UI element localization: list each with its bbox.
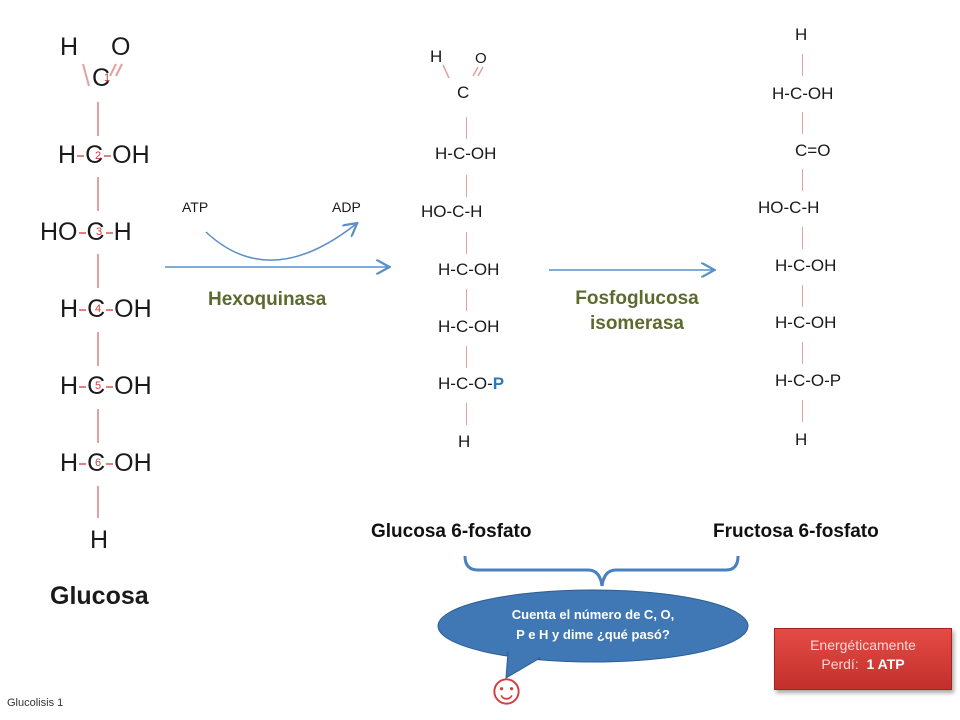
bracket-brace <box>463 555 740 587</box>
speech-bubble-shape <box>437 589 749 679</box>
carbon-number-2: 2 <box>95 150 102 162</box>
f6p-bond-4 <box>802 285 803 307</box>
hexokinase-label: Hexoquinasa <box>208 289 327 310</box>
f6p-row-2: C=O <box>795 141 831 160</box>
f6p-row-6: H-C-O-P <box>775 371 842 390</box>
g6p-row-4: H-C-OH <box>438 260 500 279</box>
energy-box: Energéticamente Perdí: 1 ATP <box>774 628 952 690</box>
f6p-top-h: H <box>795 25 808 44</box>
g6p-bond-1 <box>466 117 467 139</box>
energy-value: 1 ATP <box>866 656 905 672</box>
glucose-top-h: H <box>60 33 79 61</box>
f6p-row-1: H-C-OH <box>772 84 834 103</box>
f6p-row-3: HO-C-H <box>758 198 820 217</box>
f6p-bond-1 <box>802 112 803 134</box>
g6p-top-o: O <box>475 50 487 67</box>
f6p-bond-6 <box>802 400 803 422</box>
glucose-bond-1-2 <box>97 102 99 136</box>
f6p-bond-5 <box>802 342 803 364</box>
f6p-row-5: H-C-OH <box>775 313 837 332</box>
g6p-bond-6 <box>466 403 467 425</box>
glucose-bottom-h: H <box>90 526 109 554</box>
f6p-bond-3 <box>802 227 803 249</box>
g6p-row-3: HO-C-H <box>421 202 483 221</box>
g6p-row-2: H-C-OH <box>435 144 497 163</box>
f6p-bond-0 <box>802 54 803 76</box>
atp-label: ATP <box>182 199 209 215</box>
g6p-bond-4 <box>466 289 467 311</box>
phosphate-label: P <box>492 374 505 393</box>
f6p-bottom-h: H <box>795 430 808 449</box>
bubble-line-1: Cuenta el número de C, O, <box>511 607 675 622</box>
reaction2-arrow <box>549 260 725 280</box>
f6p-name: Fructosa 6-fosfato <box>713 521 879 542</box>
bubble-line-2: P e H y dime ¿qué pasó? <box>516 627 670 642</box>
g6p-name: Glucosa 6-fosfato <box>371 521 532 542</box>
carbon-number-5: 5 <box>95 380 102 392</box>
g6p-bond-5 <box>466 346 467 368</box>
g6p-bond-3 <box>466 232 467 254</box>
glucose-bond-3-4 <box>97 254 99 288</box>
glucose-name: Glucosa <box>50 582 149 610</box>
glucose-bond-2-3 <box>97 177 99 211</box>
glucose-bond-6-h <box>97 486 99 518</box>
carbon-number-4: 4 <box>95 303 102 315</box>
speech-bubble: Cuenta el número de C, O, P e H y dime ¿… <box>436 588 750 662</box>
g6p-aldehyde-bonds <box>442 64 484 79</box>
reaction1-arrows <box>165 212 400 292</box>
carbon-number-1: 1 <box>104 72 111 84</box>
energy-line-2: Perdí: 1 ATP <box>821 656 905 672</box>
glucose-bond-5-6 <box>97 409 99 443</box>
g6p-c1: C <box>457 83 470 102</box>
f6p-row-4: H-C-OH <box>775 256 837 275</box>
g6p-row-5: H-C-OH <box>438 317 500 336</box>
g6p-top-h: H <box>430 47 443 66</box>
glucose-top-o: O <box>111 33 131 61</box>
g6p-bond-2 <box>466 175 467 197</box>
glucose-c1: C <box>92 64 111 92</box>
smiley-icon: ☺ <box>484 665 529 714</box>
slide-footer: Glucolisis 1 <box>7 697 64 709</box>
adp-label: ADP <box>332 199 361 215</box>
f6p-bond-2 <box>802 169 803 191</box>
carbon-number-3: 3 <box>96 226 103 238</box>
g6p-bottom-h: H <box>458 432 471 451</box>
glucose-aldehyde-bonds <box>82 63 123 87</box>
isomerase-label: Fosfoglucosa isomerasa <box>575 288 699 334</box>
carbon-number-6: 6 <box>95 457 102 469</box>
energy-line-1: Energéticamente <box>810 637 916 653</box>
glucose-bond-4-5 <box>97 332 99 366</box>
g6p-row-6: H-C-O-P <box>438 374 505 393</box>
